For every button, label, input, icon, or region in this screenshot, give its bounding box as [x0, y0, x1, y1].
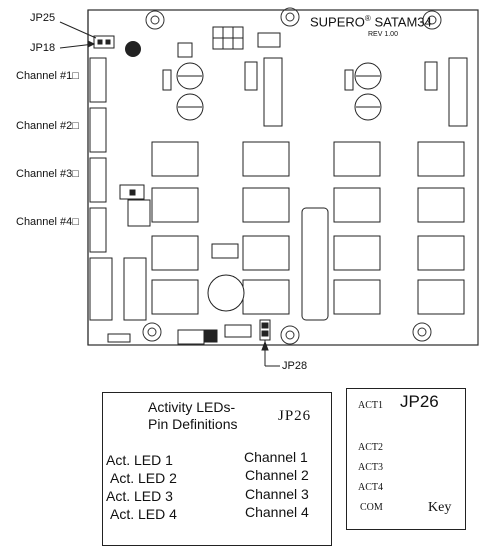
electrolytic-capacitors	[176, 62, 382, 121]
power-connectors	[89, 257, 147, 321]
brand-name: SUPERO	[310, 14, 365, 30]
pin-act1: ACT1	[358, 400, 383, 411]
pin-act3: ACT3	[358, 462, 383, 473]
act-led-3: Act. LED 3	[106, 488, 173, 504]
tall-components	[162, 57, 468, 127]
act-led-1: Act. LED 1	[106, 452, 173, 468]
board-rev: REV 1.00	[368, 31, 398, 38]
jp26-board-connector	[119, 184, 151, 227]
pin-def-title-line2: Pin Definitions	[148, 416, 238, 432]
channel-3: Channel 3	[245, 486, 309, 502]
pin-com: COM	[360, 502, 383, 513]
key-panel	[346, 388, 466, 530]
act-led-2: Act. LED 2	[110, 470, 177, 486]
buzzer	[207, 274, 245, 312]
key-panel-title: JP26	[400, 392, 439, 411]
channel-2: Channel 2	[245, 467, 309, 483]
channel-connectors	[89, 57, 107, 253]
header-block	[212, 26, 244, 50]
channel-1: Channel 1	[244, 449, 308, 465]
act-led-4: Act. LED 4	[110, 506, 177, 522]
fan-header	[107, 329, 218, 345]
board-brand: SUPERO® SATAM34	[310, 14, 432, 30]
pin-act2: ACT2	[358, 442, 383, 453]
key-label: Key	[428, 500, 452, 515]
jp28-connector	[259, 319, 271, 341]
channel-4: Channel 4	[245, 504, 309, 520]
channel-2-label: Channel #2□	[16, 120, 79, 132]
channel-1-label: Channel #1□	[16, 70, 79, 82]
ic-chip	[211, 243, 252, 338]
jp28-label: JP28	[282, 360, 308, 372]
callout-lines	[59, 21, 280, 367]
jp25-connector	[93, 35, 115, 49]
jp25-label: JP25	[30, 12, 56, 24]
component-grid	[151, 141, 465, 315]
jp18-label: JP18	[30, 42, 56, 54]
pin-definitions-box	[102, 392, 332, 546]
center-slot	[301, 207, 329, 321]
pin-def-title-line1: Activity LEDs-	[148, 399, 236, 415]
pin-def-jumper: JP26	[278, 408, 312, 424]
board-model: SATAM34	[374, 14, 432, 30]
capacitor-top	[125, 41, 141, 57]
channel-3-label: Channel #3□	[16, 168, 79, 180]
channel-4-label: Channel #4□	[16, 216, 79, 228]
pin-act4: ACT4	[358, 482, 383, 493]
mounting-holes	[142, 7, 442, 345]
